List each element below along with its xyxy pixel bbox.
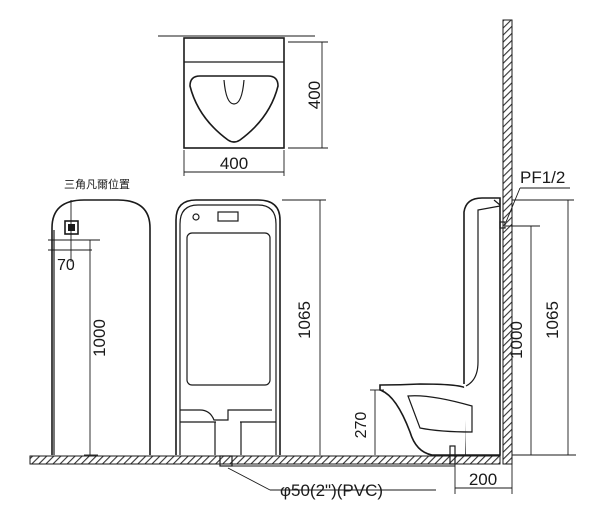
- side-height-1000-dimension: 1000: [507, 321, 526, 359]
- wall: [502, 19, 513, 465]
- left-side-view: [48, 199, 151, 456]
- floor: [29, 455, 501, 465]
- angle-valve-icon: [68, 224, 75, 231]
- top-depth-dimension: 400: [305, 81, 324, 109]
- valve-position-label: 三角凡爾位置: [64, 177, 130, 191]
- drain-spec-label: φ50(2")(PVC): [280, 481, 383, 500]
- top-width-dimension: 400: [220, 154, 248, 173]
- side-view: [370, 187, 576, 494]
- top-view: [158, 35, 328, 176]
- side-height-1065-dimension: 1065: [543, 301, 562, 339]
- wall-offset-dimension: 200: [469, 470, 497, 489]
- side-lip-height-dimension: 270: [353, 412, 370, 439]
- pipe-spec-label: PF1/2: [520, 168, 565, 187]
- valve-height-dimension: 1000: [90, 319, 109, 357]
- drain-leader: [227, 465, 455, 491]
- valve-offset-dimension: 70: [57, 257, 75, 274]
- front-view: [175, 199, 326, 467]
- front-height-dimension: 1065: [295, 301, 314, 339]
